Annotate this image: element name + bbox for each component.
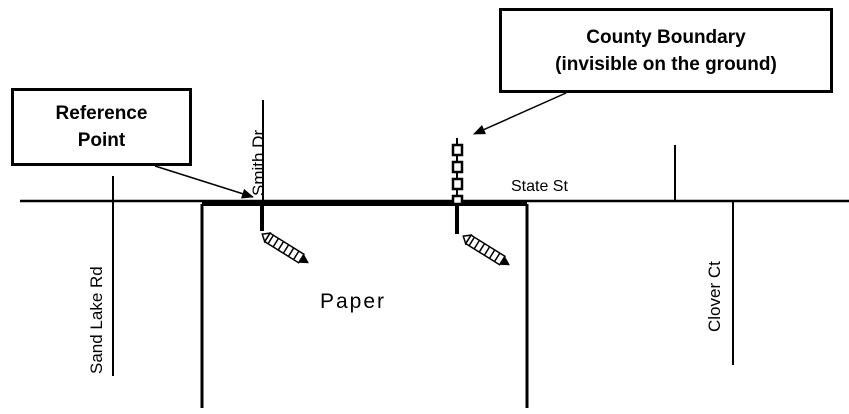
paper-label: Paper <box>320 290 386 313</box>
pencil-icon <box>261 232 309 264</box>
reference-point-line2: Point <box>77 130 126 151</box>
sand-lake-rd-label: Sand Lake Rd <box>87 266 106 374</box>
county-boundary-marker <box>451 138 464 206</box>
pencil-icon <box>462 234 510 266</box>
paper-sheet <box>200 202 529 408</box>
county-boundary-line2: (invisible on the ground) <box>555 53 777 75</box>
smith-dr-label: Smith Dr <box>249 130 268 196</box>
reference-point-arrow <box>154 165 254 199</box>
reference-point-callout: Reference Point <box>11 88 192 166</box>
county-boundary-line1: County Boundary <box>586 26 746 48</box>
county-boundary-callout: County Boundary (invisible on the ground… <box>499 8 833 93</box>
state-st-label: State St <box>511 178 568 195</box>
county-boundary-arrow <box>473 92 567 135</box>
reference-point-line1: Reference <box>55 103 148 124</box>
clover-ct-label: Clover Ct <box>705 261 724 332</box>
